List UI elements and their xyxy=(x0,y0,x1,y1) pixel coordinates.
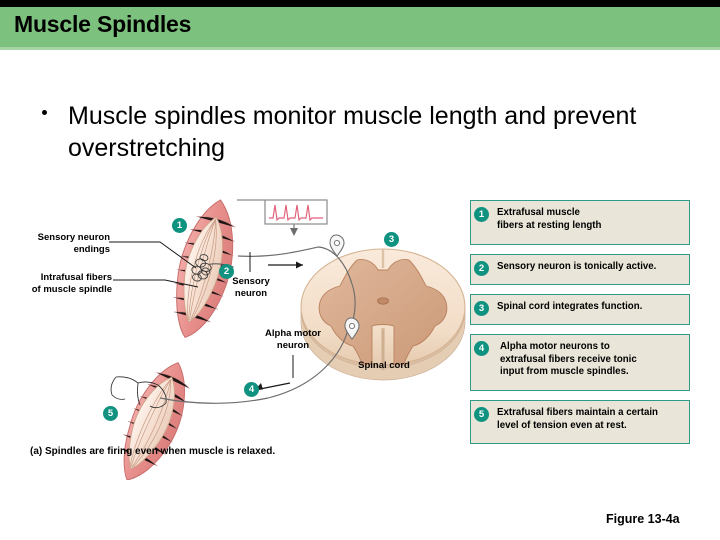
figure-caption: (a) Spindles are firing even when muscle… xyxy=(30,446,275,457)
callout-number-3: 3 xyxy=(474,301,489,316)
callout-number-4: 4 xyxy=(474,341,489,356)
callout-box-4[interactable]: 4 Alpha motor neurons to extrafusal fibe… xyxy=(470,334,690,391)
label-leader-lines xyxy=(109,241,294,378)
figure-illustration: Sensory neuron endings Intrafusal fibers… xyxy=(0,180,720,481)
bullet-dot-icon xyxy=(42,110,47,115)
figure-svg xyxy=(109,199,466,481)
top-black-bar xyxy=(0,0,720,7)
callout-text-2: Sensory neuron is tonically active. xyxy=(497,261,657,272)
figure-caption-text: Spindles are firing even when muscle is … xyxy=(42,446,276,457)
label-alpha-motor-neuron: Alpha motor neuron xyxy=(265,328,321,351)
neuron-pathways xyxy=(159,246,356,404)
diagram-badge-4: 4 xyxy=(244,382,259,397)
callout-text-3: Spinal cord integrates function. xyxy=(497,301,643,312)
label-spinal-cord: Spinal cord xyxy=(358,360,410,371)
diagram-badge-3: 3 xyxy=(384,232,399,247)
motor-direction-arrow xyxy=(254,382,291,391)
title-band-underline xyxy=(0,47,720,50)
label-sensory-neuron-endings: Sensory neuron endings xyxy=(37,232,110,255)
callout-text-1: Extrafusal muscle fibers at resting leng… xyxy=(497,207,602,231)
bullet-item-text: Muscle spindles monitor muscle length an… xyxy=(68,102,637,162)
sensory-direction-arrow xyxy=(268,261,303,269)
label-intrafusal-fibers: Intrafusal fibers of muscle spindle xyxy=(31,272,112,295)
label-sensory-neuron: Sensory neuron xyxy=(232,276,270,299)
callout-list: 1 Extrafusal muscle fibers at resting le… xyxy=(470,200,690,453)
callout-number-2: 2 xyxy=(474,261,489,276)
diagram-badge-2: 2 xyxy=(219,264,234,279)
spike-train-recording xyxy=(264,199,328,225)
callout-box-5[interactable]: 5 Extrafusal fibers maintain a certain l… xyxy=(470,400,690,444)
diagram-badge-1: 1 xyxy=(172,218,187,233)
callout-box-1[interactable]: 1 Extrafusal muscle fibers at resting le… xyxy=(470,200,690,245)
callout-box-2[interactable]: 2 Sensory neuron is tonically active. xyxy=(470,254,690,285)
title-band xyxy=(0,7,720,47)
figure-caption-tag: (a) xyxy=(30,446,43,457)
figure-reference: Figure 13-4a xyxy=(606,512,680,526)
callout-text-5: Extrafusal fibers maintain a certain lev… xyxy=(497,407,658,431)
callout-number-1: 1 xyxy=(474,207,489,222)
lower-muscle-spindle xyxy=(110,362,190,481)
diagram-badge-5: 5 xyxy=(103,406,118,421)
page-title: Muscle Spindles xyxy=(14,11,192,37)
recording-electrodes xyxy=(329,234,360,340)
callout-text-4: Alpha motor neurons to extrafusal fibers… xyxy=(500,341,637,377)
callout-number-5: 5 xyxy=(474,407,489,422)
upper-muscle-spindle xyxy=(173,199,236,339)
callout-box-3[interactable]: 3 Spinal cord integrates function. xyxy=(470,294,690,325)
